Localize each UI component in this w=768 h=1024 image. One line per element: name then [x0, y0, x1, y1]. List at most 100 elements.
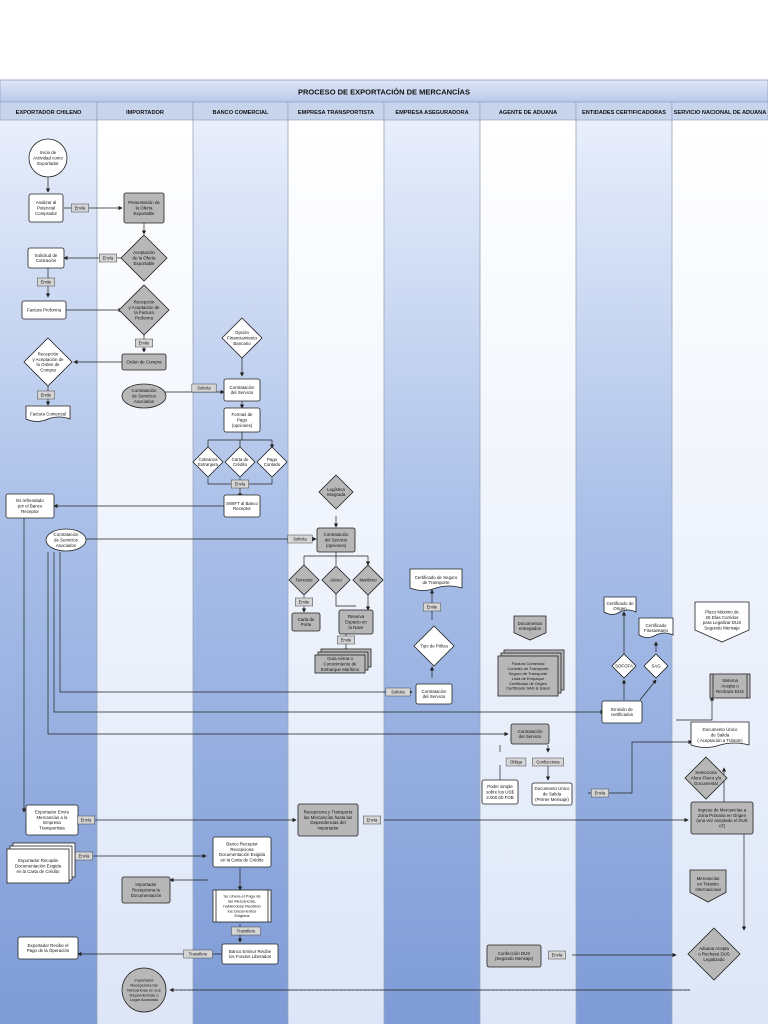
node-text: Orden de Compra: [126, 360, 162, 365]
lane-header-1: IMPORTADOR: [126, 110, 164, 116]
edge-label-envia: Envía: [548, 950, 566, 960]
node-text: Embarque Marítimo: [321, 667, 360, 672]
edge-label-text: Envía: [81, 818, 92, 823]
node-text: Segundo Mensaje: [704, 625, 740, 630]
node-text: Analizar al: [36, 200, 57, 205]
node-text: Exportador: [37, 161, 59, 166]
edge-label-envia: Envía: [591, 788, 609, 798]
edge-label-text: Envía: [103, 256, 114, 261]
node-text: los Documentos: [228, 908, 257, 913]
edge-label-envia: Envía: [231, 479, 249, 489]
node-text: Recepciona: [230, 847, 254, 852]
node-text: Exportador Recopila: [18, 858, 58, 863]
connector-35: [676, 696, 715, 721]
edge-labels: EnvíaEnvíaEmiteEmiteEmiteSolicitaEnvíaSo…: [37, 203, 609, 960]
edge-label-text: Envía: [79, 854, 90, 859]
node-text: Contratación: [518, 729, 543, 734]
node-text: Guía Aérea o: [327, 656, 353, 661]
node-text: Opción: [235, 330, 249, 335]
edge-label-envia: Envía: [363, 815, 381, 825]
connector-25: [59, 552, 413, 695]
edge-label-text: Confecciona: [536, 760, 560, 765]
node-text: Documental: [694, 781, 717, 786]
node-text: Selecciona: [695, 770, 717, 775]
node-terrestre: Terrestre: [288, 564, 320, 596]
node-text: Extranjera: [198, 462, 219, 467]
node-text: Espacio en: [345, 620, 367, 625]
node-text: Receptor: [21, 509, 39, 514]
node-text: la Nave: [349, 625, 364, 630]
node-text: Recepciona las: [130, 983, 157, 988]
node-factura-proforma: Factura Proforma: [21, 300, 67, 320]
edge-label-text: Emite: [41, 280, 52, 285]
node-text: Zona Primaria en Origen: [698, 813, 747, 818]
lane-header-2: BANCO COMERCIAL: [213, 110, 270, 116]
node-text: Exportable: [134, 211, 156, 216]
lane-backgrounds: [0, 102, 768, 1024]
node-text: 25 Días Corridos: [706, 615, 740, 620]
node-text: Conocimiento de: [324, 662, 358, 667]
edge-label-obliga: Obliga: [505, 757, 527, 767]
node-text: Importador: [135, 882, 157, 887]
node-text: Dependencias o: [130, 992, 160, 997]
node-text: habiéndose Recibido: [223, 903, 261, 908]
edge-label-text: Emite: [341, 638, 352, 643]
edge-label-solicita: Solicita: [287, 534, 313, 544]
node-text: SOFOFA: [615, 664, 633, 669]
edge-label-text: Solicita: [293, 537, 307, 542]
node-text: Confección DUS: [498, 951, 531, 956]
node-text: las Mercancías,: [228, 899, 256, 904]
edge-label-text: Envía: [552, 953, 563, 958]
node-text: de la Oferta: [133, 256, 156, 261]
edge-label-confecciona: Confecciona: [532, 757, 564, 767]
edge-label-envia: Envía: [71, 203, 89, 213]
node-text: Origen: [613, 606, 627, 611]
diagram-title: PROCESO DE EXPORTACIÓN DE MERCANCÍAS: [298, 88, 470, 97]
edge-label-emite: Emite: [423, 602, 441, 612]
node-text: AT): [719, 823, 726, 828]
edge-label-text: Obliga: [510, 760, 523, 765]
node-text: Aceptación: [133, 250, 155, 255]
node-text: y Aceptación de: [33, 357, 65, 362]
connector-32: [639, 679, 657, 701]
node-text: Dependencias del: [310, 820, 345, 825]
edge-label-transfiere: Transfiere: [183, 949, 213, 959]
node-factura-comercial: Factura Comercial: [25, 405, 71, 422]
node-text: Financiamiento: [227, 336, 257, 341]
node-text: las Mercancías hasta las: [304, 815, 353, 820]
edge-label-text: Envía: [75, 206, 86, 211]
node-text: Ingreso de Mercancías a: [698, 808, 747, 813]
node-text: Reserva: [348, 614, 365, 619]
node-text: Recepciona y Transporta: [304, 810, 353, 815]
node-text: la Orden de: [37, 362, 61, 367]
node-text: Logística: [327, 487, 345, 492]
node-text: Mercancías en sus: [127, 987, 161, 992]
node-text: del Servicio: [519, 734, 542, 739]
